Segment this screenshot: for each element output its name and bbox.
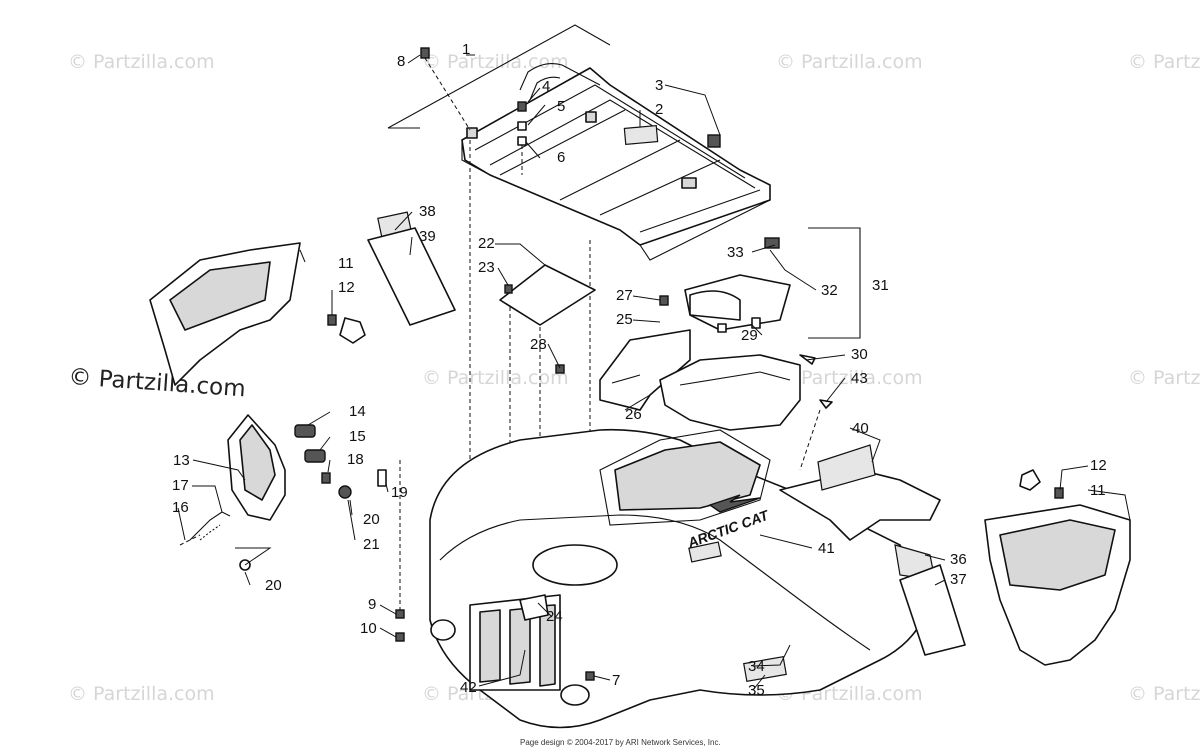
callout-23: 23: [478, 259, 495, 276]
watermark: © Partzilla.com: [776, 51, 923, 73]
callout-18: 18: [347, 451, 364, 468]
callout-32: 32: [821, 282, 838, 299]
callout-34: 34: [748, 658, 765, 675]
watermark: © Partzilla.com: [1128, 683, 1200, 705]
callout-42: 42: [460, 679, 477, 696]
callout-37: 37: [950, 571, 967, 588]
callout-12-left: 12: [338, 279, 355, 296]
panel-screw: [504, 284, 513, 294]
rack-hardware: [420, 47, 721, 175]
hood-fasteners: [395, 594, 595, 681]
leader-lines: [177, 54, 1131, 691]
callout-9: 9: [368, 596, 376, 613]
callout-22: 22: [478, 235, 495, 252]
callout-14: 14: [349, 403, 366, 420]
front-fender-body: ARCTIC CAT: [429, 428, 941, 729]
watermark: © Partzilla.com: [68, 51, 215, 73]
callout-10: 10: [360, 620, 377, 637]
callout-24: 24: [546, 608, 563, 625]
watermark: © Partzilla.com: [1128, 367, 1200, 389]
watermark: © Partzilla.com: [68, 683, 215, 705]
watermark: © Partzilla.com: [1128, 51, 1200, 73]
callout-3: 3: [655, 77, 663, 94]
callout-11-left: 11: [338, 255, 354, 272]
callout-13: 13: [173, 452, 190, 469]
callout-31: 31: [872, 277, 889, 294]
watermark: © Partzilla.com: [422, 367, 569, 389]
callout-38: 38: [419, 203, 436, 220]
decal-40: [817, 444, 876, 491]
callout-21: 21: [363, 536, 380, 553]
callout-29: 29: [741, 327, 758, 344]
callout-17: 17: [172, 477, 189, 494]
callout-5: 5: [557, 98, 565, 115]
callout-19: 19: [391, 484, 408, 501]
callout-36: 36: [950, 551, 967, 568]
callout-28: 28: [530, 336, 547, 353]
watermark: © Partzilla.com: [776, 367, 923, 389]
callout-41: 41: [818, 540, 835, 557]
callout-labels: 1 2 3 4 5 6 7 8 9 10 11 11 12 12 13 14 1…: [172, 41, 1107, 699]
callout-4: 4: [542, 78, 550, 95]
right-decals: [894, 544, 966, 656]
callout-26: 26: [625, 406, 642, 423]
right-side-panel: [984, 469, 1131, 666]
callout-15: 15: [349, 428, 366, 445]
watermark: © Partzilla.com: [422, 51, 569, 73]
headlight-assembly: [179, 414, 387, 571]
callout-40: 40: [852, 420, 869, 437]
callout-6: 6: [557, 149, 565, 166]
callout-16: 16: [172, 499, 189, 516]
callout-20-upper: 20: [363, 511, 380, 528]
bracket-31: [808, 227, 861, 339]
access-panel: [499, 264, 596, 326]
storage-box-assembly: [555, 237, 833, 431]
callout-20-lower: 20: [265, 577, 282, 594]
left-decals: [367, 211, 456, 326]
callout-33: 33: [727, 244, 744, 261]
main-watermark: © Partzilla.com: [68, 364, 247, 402]
callout-1: 1: [462, 41, 470, 58]
callout-39: 39: [419, 228, 436, 245]
callout-43: 43: [851, 370, 868, 387]
left-side-panel: [149, 242, 366, 386]
callout-8: 8: [397, 53, 405, 70]
callout-12-right: 12: [1090, 457, 1107, 474]
callout-7: 7: [612, 672, 620, 689]
callout-35: 35: [748, 682, 765, 699]
footer-copyright: Page design © 2004-2017 by ARI Network S…: [520, 738, 721, 747]
callout-11-right: 11: [1090, 482, 1106, 499]
callout-30: 30: [851, 346, 868, 363]
callout-27: 27: [616, 287, 633, 304]
callout-25: 25: [616, 311, 633, 328]
callout-2: 2: [655, 101, 663, 118]
